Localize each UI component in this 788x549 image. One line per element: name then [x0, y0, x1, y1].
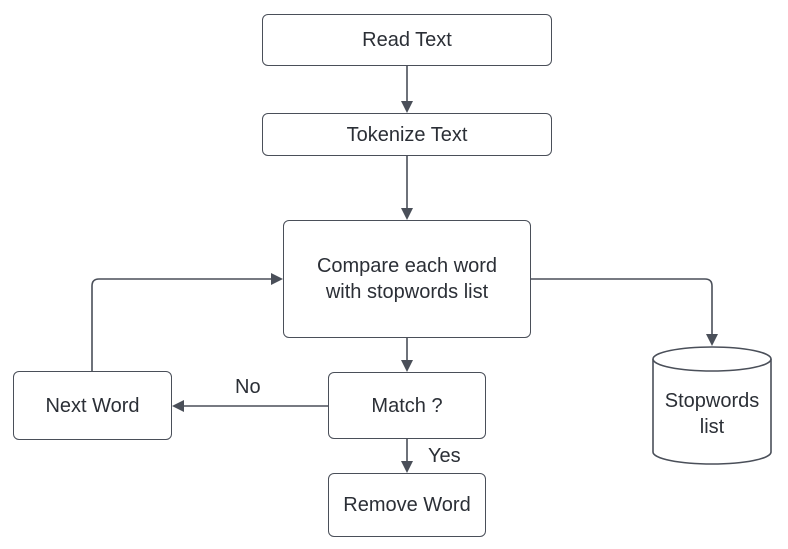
- next-word-label: Next Word: [45, 394, 140, 417]
- arrow-compare-to-stopwords: [531, 278, 718, 346]
- stopwords-list-label: Stopwords list: [664, 390, 760, 438]
- read-text-node: Read Text: [262, 14, 552, 66]
- arrow-next-to-compare: [91, 273, 283, 371]
- tokenize-text-label: Tokenize Text: [346, 123, 468, 146]
- match-label: Match ?: [371, 394, 443, 417]
- match-decision-node: Match ?: [328, 372, 486, 439]
- remove-word-label: Remove Word: [343, 494, 471, 516]
- stopwords-database-icon: [652, 346, 772, 465]
- compare-label: Compare each word with stopwords list: [316, 255, 498, 303]
- yes-edge-label: Yes: [428, 445, 461, 467]
- next-word-node: Next Word: [13, 371, 172, 440]
- tokenize-text-node: Tokenize Text: [262, 113, 552, 156]
- remove-word-node: Remove Word: [328, 473, 486, 537]
- stopwords-list-node: Stopwords list: [652, 388, 772, 440]
- read-text-label: Read Text: [362, 29, 452, 51]
- no-edge-label: No: [235, 376, 261, 398]
- compare-node: Compare each word with stopwords list: [283, 220, 531, 338]
